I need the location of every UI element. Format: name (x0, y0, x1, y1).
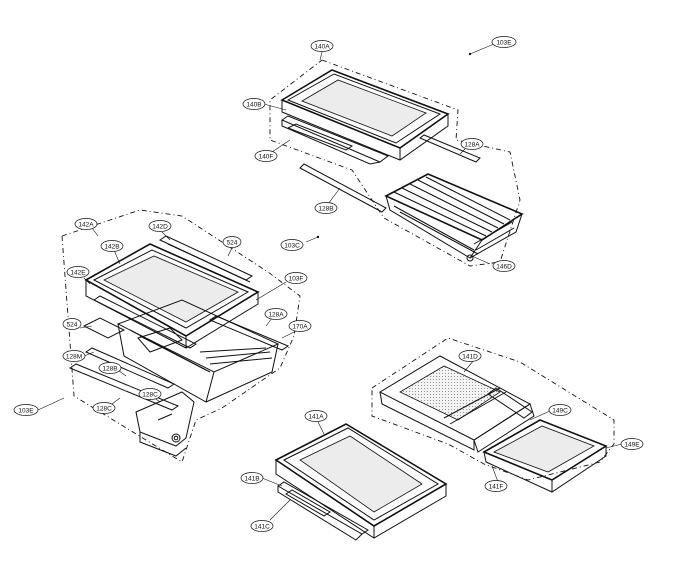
shelf-141A (274, 423, 448, 539)
svg-text:141B: 141B (244, 475, 259, 482)
svg-text:103F: 103F (289, 275, 304, 282)
slide-frame-141D (378, 355, 535, 453)
svg-text:149C: 149C (552, 407, 568, 414)
svg-text:103C: 103C (284, 242, 300, 249)
svg-text:128A: 128A (268, 311, 284, 318)
label-141B: 141B (240, 472, 264, 484)
label-128C: 128C (138, 388, 162, 400)
label-141C: 141C (250, 520, 274, 532)
label-128B-mid: 128B (98, 362, 122, 374)
upper-right-assembly (269, 43, 524, 267)
label-128M: 128M (62, 350, 86, 362)
trim-141C (277, 481, 369, 541)
rail-128M (84, 347, 176, 389)
svg-text:128C: 128C (142, 391, 158, 398)
svg-text:142A: 142A (78, 221, 94, 228)
drawer-panel-149C (493, 425, 595, 473)
label-142B: 142B (100, 240, 124, 252)
svg-text:140B: 140B (246, 101, 261, 108)
glass-panel-141A (299, 435, 423, 513)
label-140F: 140F (254, 150, 278, 162)
label-142E: 142E (66, 266, 90, 278)
label-146D: 146D (492, 260, 516, 272)
cover-128C (135, 391, 195, 457)
svg-text:141D: 141D (462, 353, 478, 360)
label-103E-left: 103E (13, 404, 39, 416)
label-128C-lower: 128C (92, 402, 116, 414)
label-103F: 103F (284, 272, 308, 284)
label-128B-top: 128B (314, 202, 338, 214)
svg-text:142B: 142B (104, 243, 119, 250)
rail-128A-mid (208, 315, 290, 351)
svg-text:103E: 103E (496, 39, 512, 46)
trim-140F (280, 115, 390, 165)
label-142D: 142D (148, 220, 172, 232)
left-assembly (37, 209, 301, 463)
shelf-142 (84, 235, 260, 349)
glass-panel-142 (103, 255, 239, 323)
svg-text:140F: 140F (259, 153, 274, 160)
label-141A: 141A (304, 410, 328, 422)
svg-text:140A: 140A (314, 43, 330, 50)
bracket-524 (82, 317, 126, 339)
svg-text:141F: 141F (489, 483, 504, 490)
rail-128B-upper (299, 163, 387, 213)
glass-panel-141D (399, 365, 501, 421)
svg-text:524: 524 (227, 239, 238, 246)
crisper-drawer-170A (116, 299, 280, 403)
assembly-boundary-lower (371, 337, 615, 481)
label-140B: 140B (242, 98, 266, 110)
drawer-149C (482, 419, 608, 493)
svg-text:170A: 170A (292, 323, 308, 330)
label-128A-top: 128A (460, 138, 484, 150)
label-141D: 141D (458, 350, 482, 362)
label-142A: 142A (74, 218, 98, 230)
label-149E: 149E (620, 438, 644, 450)
label-149C: 149C (548, 404, 572, 416)
svg-text:524: 524 (67, 321, 78, 328)
label-128A-mid: 128A (264, 308, 288, 320)
rail-128B-mid (68, 363, 180, 411)
svg-text:141A: 141A (308, 413, 324, 420)
svg-text:103E: 103E (18, 407, 34, 414)
label-524-mid: 524 (62, 318, 82, 330)
svg-text:142D: 142D (152, 223, 168, 230)
label-524-top: 524 (222, 236, 242, 248)
label-103E-top: 103E (491, 36, 517, 48)
wire-drawer-146D (384, 173, 524, 262)
label-103C: 103C (280, 239, 304, 251)
svg-text:141C: 141C (254, 523, 270, 530)
svg-text:149E: 149E (624, 441, 640, 448)
svg-text:128B: 128B (102, 365, 117, 372)
rail-128A-upper (419, 134, 481, 163)
svg-text:142E: 142E (70, 269, 86, 276)
svg-text:128M: 128M (66, 353, 82, 360)
label-170A: 170A (288, 320, 312, 332)
shelf-140A (280, 69, 450, 161)
svg-text:128A: 128A (464, 141, 480, 148)
part-labels: 103E 140A 140B 140F 128A 128B 146D 103C … (13, 36, 644, 532)
assembly-boundary-upper (269, 59, 521, 267)
label-141F: 141F (484, 480, 508, 492)
svg-text:128C: 128C (96, 405, 112, 412)
lower-right-assembly (274, 337, 615, 541)
glass-panel-140A (301, 79, 427, 137)
svg-text:128B: 128B (318, 205, 333, 212)
svg-text:146D: 146D (496, 263, 512, 270)
label-140A: 140A (310, 40, 334, 52)
